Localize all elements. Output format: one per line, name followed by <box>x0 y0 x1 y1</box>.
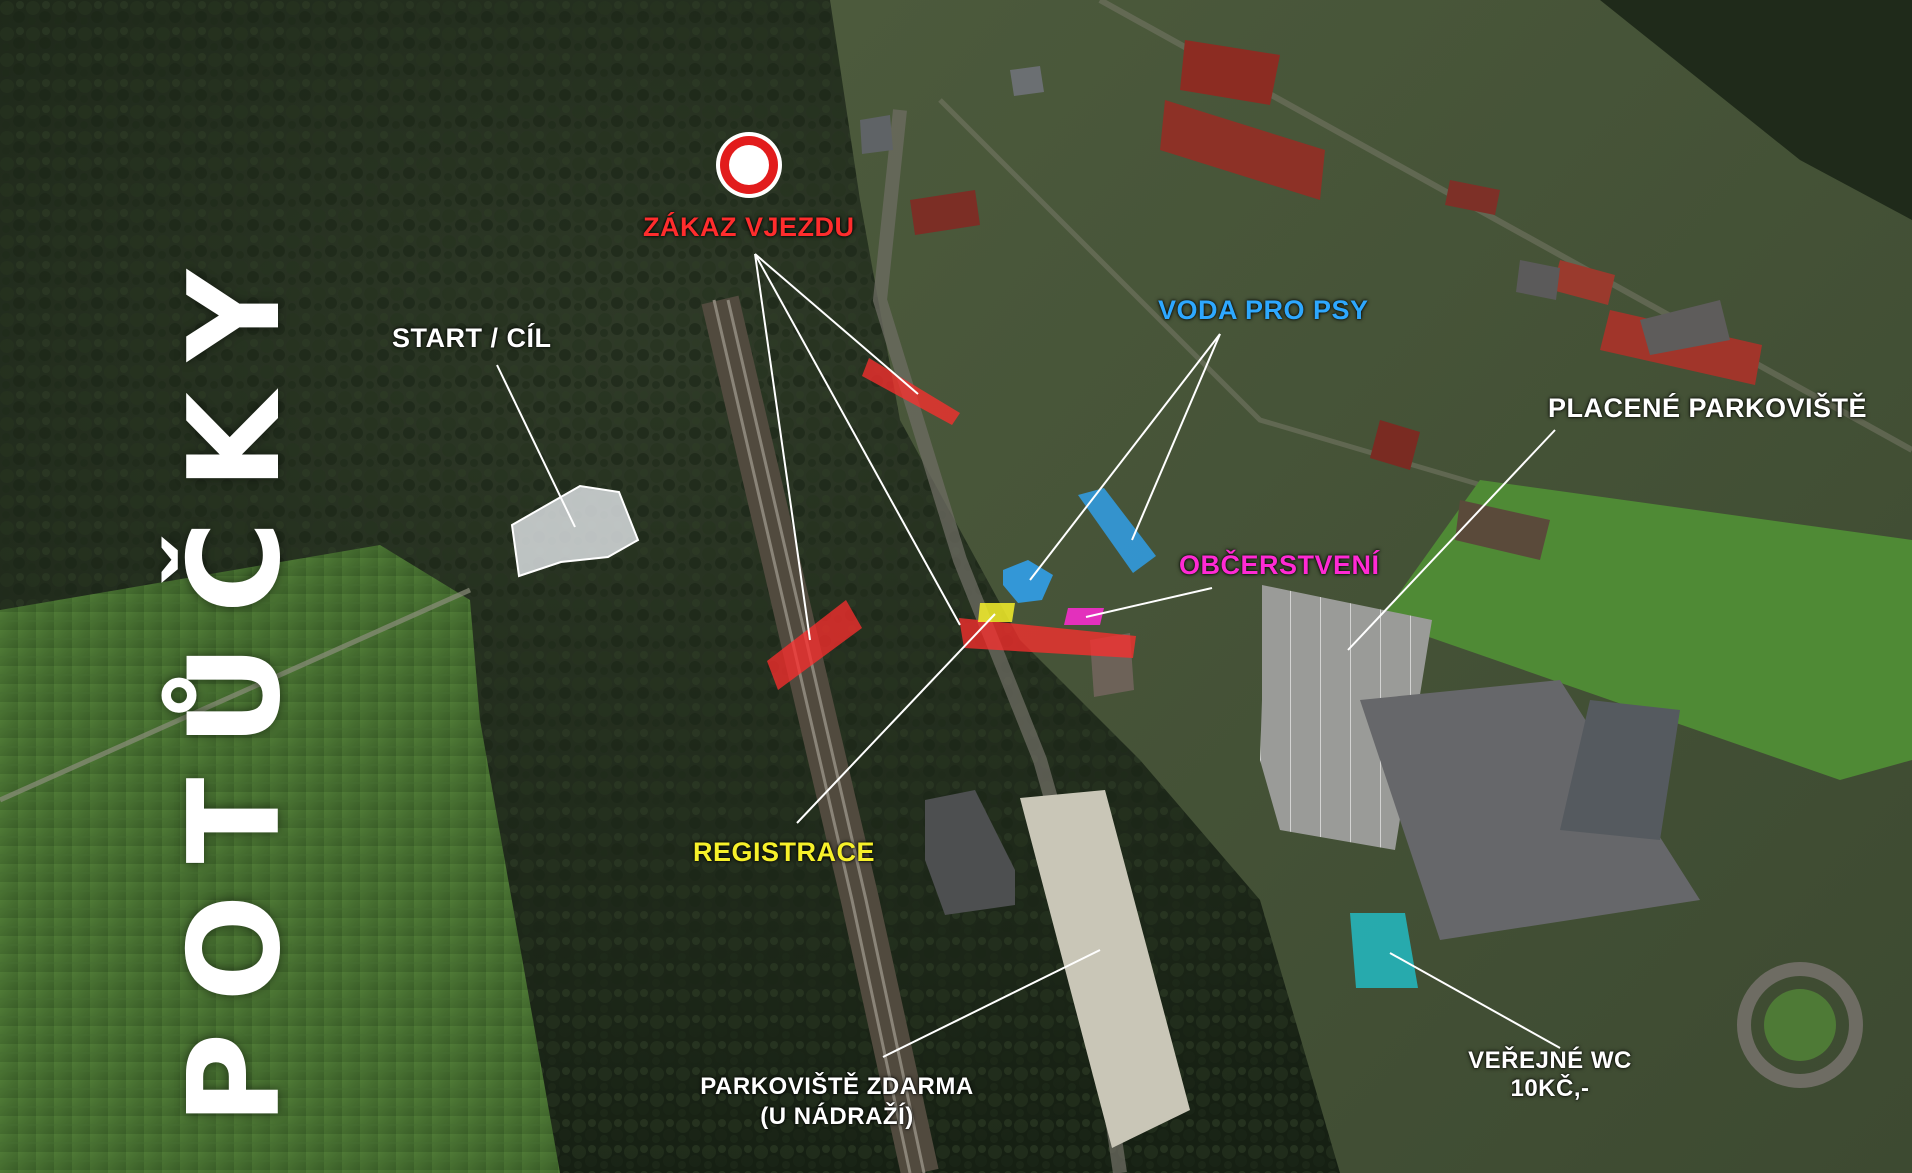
station-building <box>925 790 1015 915</box>
free-parking-lot <box>1020 790 1190 1148</box>
label-zakaz-vjezdu: ZÁKAZ VJEZDU <box>643 212 855 242</box>
label-parkoviste-zdarma: PARKOVIŠTĚ ZDARMA (U NÁDRAŽÍ) <box>692 1072 982 1132</box>
label-placene-parkoviste: PLACENÉ PARKOVIŠTĚ <box>1548 393 1868 423</box>
label-voda-pro-psy: VODA PRO PSY <box>1158 295 1369 325</box>
sports-field <box>1380 480 1912 780</box>
leader-line-zdarma <box>882 949 1101 1058</box>
label-obcerstveni: OBČERSTVENÍ <box>1179 550 1380 580</box>
leader-line-zakaz <box>754 253 961 626</box>
leader-line-placene <box>1347 429 1556 651</box>
leader-line-registrace <box>796 613 996 824</box>
no-entry-sign-icon <box>716 132 782 198</box>
forest-top-right <box>1600 0 1912 220</box>
refreshments-zone <box>1064 608 1104 625</box>
no-entry-zone <box>767 600 862 690</box>
leader-line-start-cil <box>496 364 576 528</box>
leader-line-voda <box>1131 333 1221 541</box>
railway-track <box>726 299 926 1173</box>
leader-lines <box>496 253 1561 1058</box>
label-verejne-wc-line2: 10KČ,- <box>1510 1075 1590 1102</box>
leader-line-zakaz <box>754 253 919 395</box>
meadow <box>0 545 560 1173</box>
public-wc-zone <box>1350 913 1418 988</box>
railway-track <box>712 299 912 1173</box>
map-title: POTŮČKY <box>161 238 308 1125</box>
label-registrace: REGISTRACE <box>693 837 876 867</box>
buildings <box>860 40 1762 697</box>
no-entry-zone <box>862 358 960 425</box>
dog-water-zone <box>1078 488 1156 573</box>
label-parkoviste-zdarma-line1: PARKOVIŠTĚ ZDARMA <box>700 1073 974 1100</box>
civic-building <box>1560 700 1680 840</box>
start-finish-area <box>510 484 640 578</box>
leader-line-voda <box>1029 333 1221 581</box>
no-entry-zone <box>959 618 1136 658</box>
railway-bed <box>701 295 939 1173</box>
parking-asphalt <box>1360 680 1700 940</box>
label-parkoviste-zdarma-line2: (U NÁDRAŽÍ) <box>760 1103 914 1130</box>
leader-line-wc <box>1389 952 1561 1049</box>
roundabout <box>1737 962 1863 1088</box>
roundabout-island <box>1764 989 1836 1061</box>
label-start-cil: START / CÍL <box>392 323 552 353</box>
leader-line-zakaz <box>754 253 811 641</box>
field-path <box>0 587 472 803</box>
leader-line-obcerstveni <box>1085 587 1213 618</box>
label-verejne-wc-line1: VEŘEJNÉ WC <box>1468 1047 1632 1074</box>
label-verejne-wc: VEŘEJNÉ WC 10KČ,- <box>1450 1047 1650 1103</box>
dog-water-zone <box>1003 560 1053 603</box>
registration-zone <box>978 603 1015 622</box>
